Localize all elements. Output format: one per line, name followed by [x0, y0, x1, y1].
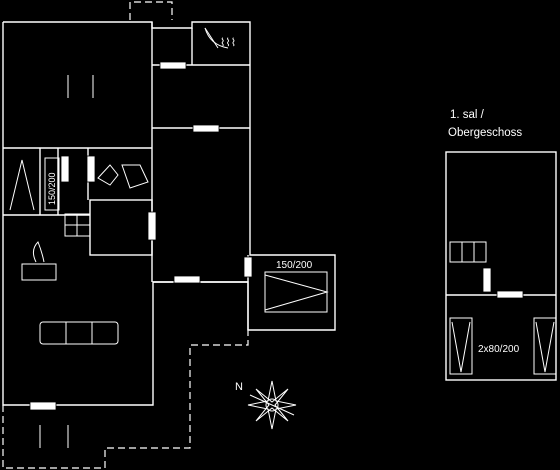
kitchen-chair-icon	[97, 164, 119, 186]
door-entrance	[29, 401, 57, 411]
upper-door-1	[482, 267, 492, 293]
shower-icon: ⌇⌇⌇	[220, 37, 236, 49]
compass-center	[265, 398, 279, 412]
upper-bed-right-triangle	[535, 321, 555, 373]
bed-label-small: 150/200	[276, 260, 313, 271]
floor-label-line2: Obergeschoss	[448, 127, 522, 139]
upper-bed-left-triangle	[451, 321, 471, 373]
door-side-bed	[243, 256, 253, 278]
fireplace-icon	[21, 263, 57, 281]
upper-bed-left	[449, 317, 473, 375]
bed-label-side: 150/200	[47, 172, 57, 205]
terrace-top-dashed	[129, 1, 173, 20]
furniture-ground: ⌇⌇⌇	[21, 37, 329, 448]
upper-outer-wall	[445, 151, 557, 381]
door-room	[192, 124, 220, 133]
terrace-bottom-dashed	[2, 330, 249, 469]
door-corridor	[173, 275, 201, 284]
compass-star	[247, 380, 297, 430]
door-kitchen	[147, 211, 157, 241]
kitchen-box	[89, 199, 153, 256]
ground-floor-walls	[2, 1, 336, 469]
shower-line	[204, 27, 219, 49]
compass-north-label: N	[235, 381, 243, 393]
doors	[29, 61, 253, 411]
side-bed-triangle	[264, 274, 329, 311]
stair-triangle	[9, 159, 35, 211]
bed-label-upper: 2x80/200	[478, 344, 520, 355]
outer-wall	[2, 21, 336, 406]
floor-label-line1: 1. sal /	[450, 109, 485, 121]
door-bath	[159, 61, 187, 70]
sofa-icon	[39, 321, 119, 345]
flame-icon	[32, 241, 45, 263]
upper-stair-grid	[449, 241, 487, 263]
upper-bed-right	[533, 317, 557, 375]
compass-rose-icon	[247, 380, 297, 430]
door-hall	[86, 155, 96, 183]
upper-door-2	[496, 290, 524, 299]
compass-axis	[249, 394, 295, 416]
armchair-icon	[121, 164, 149, 189]
door-stairs	[60, 155, 70, 183]
compass-diag	[255, 388, 289, 422]
bed-rect-vertical	[44, 157, 60, 211]
upper-floor	[445, 151, 557, 381]
